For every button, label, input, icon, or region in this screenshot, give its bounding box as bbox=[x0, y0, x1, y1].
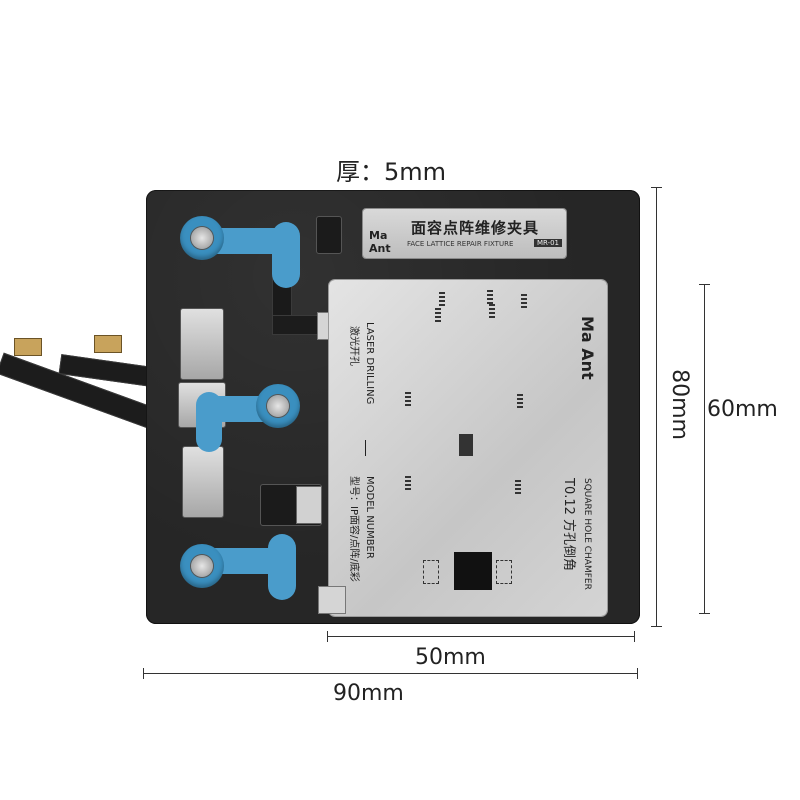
stencil-model-en: MODEL NUMBER bbox=[364, 476, 375, 559]
brand-logo-icon: Ma Ant bbox=[369, 215, 403, 255]
height-outer-line bbox=[656, 187, 657, 627]
clamp-knob-bottom[interactable] bbox=[180, 544, 224, 588]
label-title-cn: 面容点阵维修夹具 bbox=[411, 219, 540, 237]
height-inner-line bbox=[704, 284, 705, 614]
stencil-chamfer-en: SQUARE HOLE CHAMFER bbox=[582, 478, 592, 590]
width-outer-label: 90mm bbox=[333, 681, 404, 706]
face-id-module-top bbox=[180, 308, 224, 380]
thickness-label: 厚：5mm bbox=[336, 158, 447, 186]
screw-icon bbox=[267, 395, 289, 417]
height-inner-label: 60mm bbox=[707, 397, 778, 422]
label-title-en: FACE LATTICE REPAIR FIXTURE bbox=[407, 240, 514, 248]
fixture-label-plate: Ma Ant 面容点阵维修夹具 FACE LATTICE REPAIR FIXT… bbox=[363, 209, 566, 258]
width-inner-label: 50mm bbox=[415, 645, 486, 670]
height-outer-label: 80mm bbox=[666, 369, 692, 440]
stencil-sensor-window bbox=[459, 434, 473, 456]
cable-connector-2 bbox=[94, 335, 122, 353]
stencil-large-window bbox=[454, 552, 492, 590]
clamp-knob-middle[interactable] bbox=[256, 384, 300, 428]
face-id-module-bottom bbox=[182, 446, 224, 518]
stencil-laser-en: LASER DRILLING bbox=[364, 322, 375, 405]
width-outer-line bbox=[143, 673, 638, 674]
cable-connector-1 bbox=[14, 338, 42, 356]
stencil-plate: Ma Ant LASER DRILLING 激光开孔 MODEL NUMBER … bbox=[329, 280, 607, 616]
width-inner-line bbox=[327, 636, 635, 637]
screw-icon bbox=[191, 227, 213, 249]
brand-logo-text: Ma Ant bbox=[369, 229, 391, 255]
stencil-thickness: T0.12 方孔倒角 bbox=[561, 478, 576, 572]
stencil-model-cn: 型号：IP面容/点阵/底彩 bbox=[348, 476, 359, 582]
label-model-badge: MR-01 bbox=[533, 239, 562, 247]
stencil-logo: Ma Ant bbox=[578, 316, 597, 380]
clamp-knob-top[interactable] bbox=[180, 216, 224, 260]
top-sensor-module bbox=[316, 216, 342, 254]
stencil-laser-cn: 激光开孔 bbox=[348, 326, 359, 366]
screw-icon bbox=[191, 555, 213, 577]
